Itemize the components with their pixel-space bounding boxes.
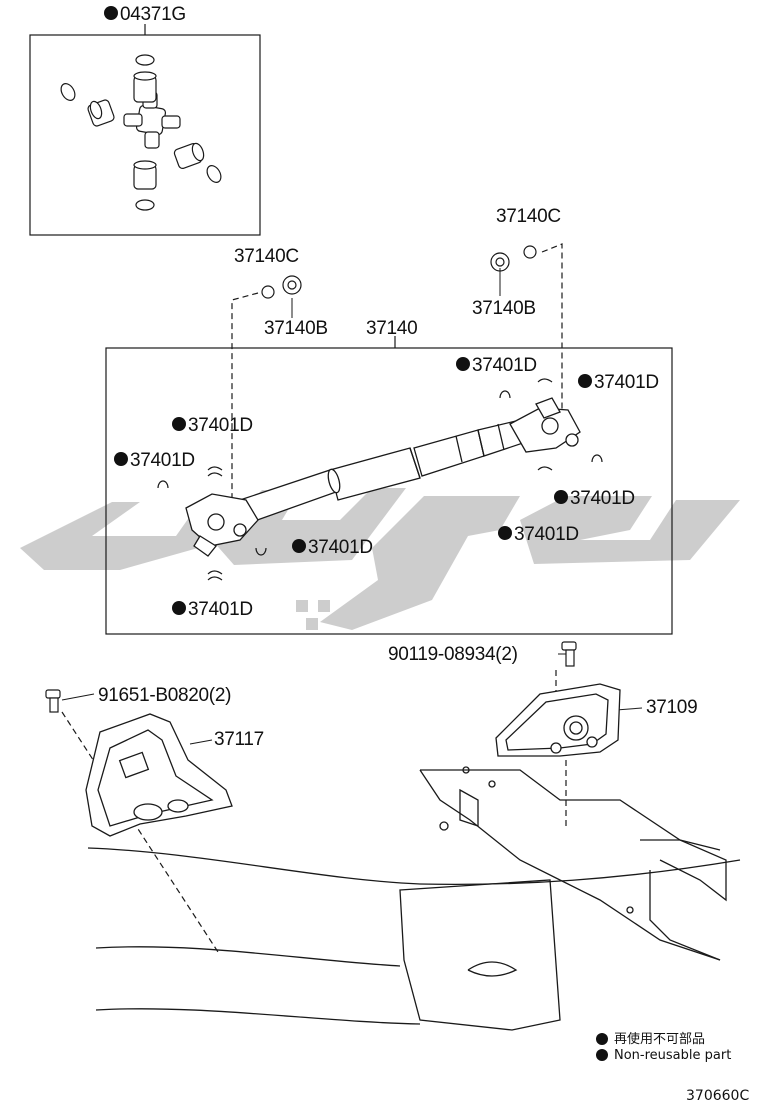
legend-japanese: 再使用不可部品 — [596, 1028, 705, 1047]
label-37140b-right: 37140B — [472, 298, 536, 319]
non-reusable-dot-icon — [578, 374, 592, 389]
label-37401d-7: 37401D — [292, 537, 373, 559]
label-37401d-3: 37401D — [172, 415, 253, 437]
label-bolt-90119: 90119-08934(2) — [388, 644, 518, 665]
label-37401d-8: 37401D — [172, 599, 253, 621]
bracket-right — [495, 683, 621, 757]
label-37140c-left: 37140C — [234, 246, 299, 267]
non-reusable-dot-icon — [596, 1032, 608, 1045]
label-37401d-4: 37401D — [114, 450, 195, 472]
label-37401d-6: 37401D — [498, 524, 579, 546]
watermark-logo — [20, 488, 740, 630]
label-37117: 37117 — [214, 729, 264, 750]
label-37140b-left: 37140B — [264, 318, 328, 339]
non-reusable-dot-icon — [554, 490, 568, 505]
universal-joint-spider — [60, 54, 222, 211]
non-reusable-dot-icon — [114, 452, 128, 467]
shaft-box — [105, 336, 673, 635]
label-37109: 37109 — [646, 697, 698, 718]
label-37401d-1: 37401D — [456, 355, 537, 377]
non-reusable-dot-icon — [104, 6, 118, 21]
snap-clips — [157, 245, 603, 581]
bolts — [45, 641, 577, 713]
non-reusable-dot-icon — [456, 357, 470, 372]
propeller-shaft — [185, 397, 581, 557]
non-reusable-dot-icon — [596, 1048, 608, 1061]
label-37140-shaft: 37140 — [366, 318, 418, 339]
non-reusable-dot-icon — [498, 526, 512, 541]
vehicle-frame — [87, 766, 741, 1031]
label-kit-04371g: 04371G — [104, 4, 186, 26]
kit-box — [29, 24, 261, 236]
non-reusable-dot-icon — [172, 601, 186, 616]
label-37401d-5: 37401D — [554, 488, 635, 510]
bracket-left — [85, 713, 233, 837]
non-reusable-dot-icon — [292, 539, 306, 554]
label-37140c-right: 37140C — [496, 206, 561, 227]
legend-english: Non-reusable part — [596, 1048, 731, 1063]
label-bolt-91651: 91651-B0820(2) — [98, 685, 232, 706]
figure-code: 370660C — [686, 1088, 750, 1104]
dashed-leaders — [61, 243, 567, 953]
non-reusable-dot-icon — [172, 417, 186, 432]
label-37401d-2: 37401D — [578, 372, 659, 394]
